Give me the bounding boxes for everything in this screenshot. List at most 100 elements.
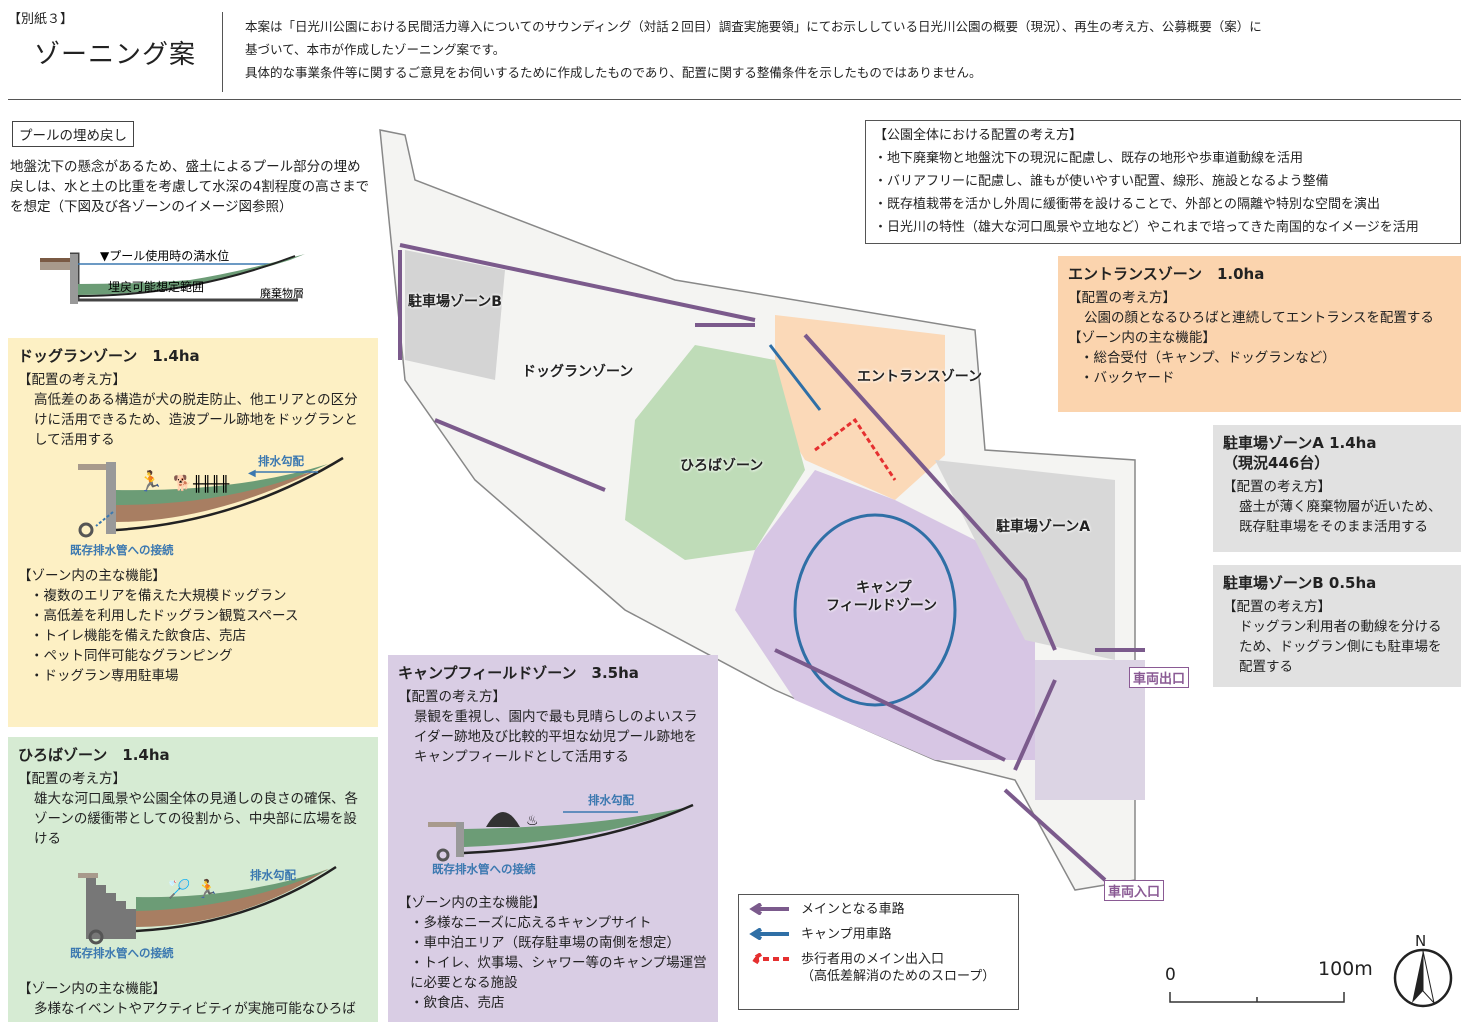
camp-diagram: ♨ 排水勾配 既存排水管への接続 — [428, 793, 694, 876]
divider — [8, 99, 1461, 100]
camp-policy: 景観を重視し、園内で最も見晴らしのよいスライダー跡地及び比較的平坦な幼児プール跡… — [414, 709, 698, 765]
function-item: ・トイレ機能を備えた飲食店、売店 — [30, 628, 246, 644]
map-label-hiroba: ひろばゾーン — [680, 458, 764, 474]
policy-box-heading: 【公園全体における配置の考え方】 — [874, 128, 1083, 143]
pool-diagram: ▼プール使用時の満水位 埋戻可能想定範囲 廃棄物層 — [40, 248, 305, 304]
function-item: ・トイレ、炊事場、シャワー等のキャンプ場運営に必要となる施設 — [410, 955, 707, 991]
main-road-arrows — [398, 243, 1145, 882]
policy-heading: 【配置の考え方】 — [1068, 290, 1176, 306]
policy-heading: 【配置の考え方】 — [398, 689, 506, 705]
camp-road-arrow — [768, 344, 822, 411]
hiroba-zone-panel: ひろばゾーン 1.4ha 【配置の考え方】 雄大な河口風景や公園全体の見通しの良… — [8, 737, 378, 1022]
intro-line: 基づいて、本市が作成したゾーニング案です。 — [245, 42, 506, 57]
function-item: ・高低差を利用したドッグラン観覧スペース — [30, 608, 299, 624]
function-heading: 【ゾーン内の主な機能】 — [398, 895, 546, 911]
map-label-dogrun: ドッグランゾーン — [522, 364, 634, 380]
tent-icon — [486, 812, 520, 827]
north-arrow-icon — [1393, 948, 1453, 1008]
policy-item: ・バリアフリーに配慮し、誰もが使いやすい配置、線形、施設となるよう整備 — [874, 174, 1329, 189]
drain-slope-label: 排水勾配 — [588, 793, 634, 807]
park-map — [379, 129, 1145, 891]
svg-text:◀: ◀ — [248, 468, 256, 479]
red-dashed-arrow-icon — [749, 953, 789, 965]
camp-title: キャンプフィールドゾーン 3.5ha — [398, 664, 639, 682]
pool-tag: プールの埋め戻し — [12, 121, 134, 147]
map-label-parking-a: 駐車場ゾーンA — [996, 519, 1091, 535]
parking-a-subtitle: （現況446台） — [1223, 454, 1330, 472]
person-icon: 🏃 — [138, 469, 163, 493]
overall-policy-box: 【公園全体における配置の考え方】 ・地下廃棄物と地盤沈下の現況に配慮し、既存の地… — [865, 120, 1461, 244]
function-item: ・複数のエリアを備えた大規模ドッグラン — [30, 588, 287, 604]
car-camp-area — [1035, 660, 1145, 800]
entrance-policy: 公園の顔となるひろばと連続してエントランスを配置する — [1084, 310, 1434, 326]
waste-layer-label: 廃棄物層 — [260, 286, 304, 300]
function-item: ・ドッグラン専用駐車場 — [30, 668, 179, 684]
vehicle-entry-label: 車両入口 — [1104, 880, 1165, 901]
scale-end: 100m — [1318, 958, 1373, 980]
camp-zone-panel: キャンプフィールドゾーン 3.5ha 【配置の考え方】 景観を重視し、園内で最も… — [388, 655, 718, 1022]
pool-text: 地盤沈下の懸念があるため、盛土によるプール部分の埋め戻しは、水と土の比重を考慮し… — [10, 159, 370, 215]
drain-connection-label: 既存排水管への接続 — [432, 862, 536, 876]
scale-start: 0 — [1165, 965, 1176, 985]
intro-line: 本案は「日光川公園における民間活力導入についてのサウンディング（対話２回目）調査… — [245, 19, 1262, 34]
legend: メインとなる車路 キャンプ用車路 歩行者用のメイン出入口（高低差解消のためのスロ… — [738, 894, 1019, 1010]
fence-icon: ╫╫╫╫ — [192, 474, 230, 493]
parking-b-title: 駐車場ゾーンB 0.5ha — [1223, 574, 1377, 592]
drain-connection-label: 既存排水管への接続 — [70, 946, 174, 959]
function-heading: 【ゾーン内の主な機能】 — [1068, 330, 1216, 346]
legend-pedestrian: 歩行者用のメイン出入口（高低差解消のためのスロープ） — [749, 951, 1008, 985]
hiroba-diagram: 🏸 🏃 排水勾配 既存排水管への接続 — [70, 865, 337, 960]
purple-arrow-icon — [749, 903, 789, 915]
annex-label: 【別紙３】 — [8, 12, 74, 27]
entrance-title: エントランスゾーン 1.0ha — [1068, 265, 1265, 283]
entrance-zone-panel: エントランスゾーン 1.0ha 【配置の考え方】 公園の顔となるひろばと連続して… — [1058, 256, 1461, 412]
parking-a-area — [935, 460, 1115, 660]
function-item: ・バックヤード — [1080, 370, 1175, 386]
policy-item: ・既存植栽帯を活かし外周に緩衝帯を設けることで、外部との隔離や特別な空間を演出 — [874, 197, 1380, 212]
function-item: 多様なイベントやアクティビティが実施可能なひろば — [34, 1001, 356, 1017]
drain-slope-label: 排水勾配 — [250, 868, 296, 882]
parking-a-policy: 盛土が薄く廃棄物層が近いため、既存駐車場をそのまま活用する — [1239, 499, 1442, 535]
function-heading: 【ゾーン内の主な機能】 — [18, 981, 166, 997]
dog-icon: 🐕 — [173, 474, 192, 492]
fill-range-label: 埋戻可能想定範囲 — [108, 279, 204, 294]
parking-a-title: 駐車場ゾーンA 1.4ha — [1223, 434, 1377, 452]
policy-heading: 【配置の考え方】 — [1223, 479, 1331, 495]
policy-heading: 【配置の考え方】 — [18, 372, 126, 388]
dogrun-policy: 高低差のある構造が犬の脱走防止、他エリアとの区分けに活用できるため、造波プール跡… — [34, 392, 358, 448]
function-item: ・車中泊エリア（既存駐車場の南側を想定） — [410, 935, 680, 951]
map-label-camp: フィールドゾーン — [826, 598, 938, 614]
map-label-entrance: エントランスゾーン — [857, 369, 983, 385]
function-item: ・多様なニーズに応えるキャンプサイト — [410, 915, 652, 931]
function-item: ・ペット同伴可能なグランピング — [30, 648, 233, 664]
water-level-label: ▼プール使用時の満水位 — [100, 248, 229, 263]
parking-b-panel: 駐車場ゾーンB 0.5ha 【配置の考え方】 ドッグラン利用者の動線を分けるため… — [1213, 565, 1461, 687]
function-item: ・飲食店、売店 — [410, 995, 505, 1011]
map-label-parking-b: 駐車場ゾーンB — [408, 294, 502, 310]
entrance-area — [775, 315, 945, 500]
pedestrian-entrance — [814, 417, 897, 481]
scale-bar — [1169, 992, 1345, 1003]
policy-item: ・日光川の特性（雄大な河口風景や立地など）やこれまで培ってきた南国的なイメージを… — [874, 220, 1419, 235]
map-label-camp: キャンプ — [856, 580, 912, 596]
intro-text: 本案は「日光川公園における民間活力導入についてのサウンディング（対話２回目）調査… — [245, 15, 1262, 84]
hiroba-area — [625, 345, 805, 560]
policy-heading: 【配置の考え方】 — [18, 771, 126, 787]
north-label: N — [1415, 932, 1427, 950]
dogrun-title: ドッグランゾーン 1.4ha — [18, 347, 200, 365]
people-playing-icon: 🏸 🏃 — [168, 877, 219, 900]
vehicle-exit-label: 車両出口 — [1129, 667, 1190, 688]
intro-line: 具体的な事業条件等に関するご意見をお伺いするために作成したものであり、配置に関す… — [245, 65, 982, 80]
policy-heading: 【配置の考え方】 — [1223, 599, 1331, 615]
camp-road-loop — [793, 513, 957, 707]
drain-connection-label: 既存排水管への接続 — [70, 543, 174, 557]
blue-arrow-icon — [749, 928, 789, 940]
drain-slope-label: 排水勾配 — [258, 454, 304, 468]
policy-item: ・地下廃棄物と地盤沈下の現況に配慮し、既存の地形や歩車道動線を活用 — [874, 151, 1304, 166]
function-item: ・総合受付（キャンプ、ドッグランなど） — [1080, 350, 1336, 366]
camp-area — [735, 470, 1035, 760]
parking-a-panel: 駐車場ゾーンA 1.4ha （現況446台） 【配置の考え方】 盛土が薄く廃棄物… — [1213, 425, 1461, 552]
dogrun-zone-panel: ドッグランゾーン 1.4ha 【配置の考え方】 高低差のある構造が犬の脱走防止、… — [8, 338, 378, 727]
legend-main-road: メインとなる車路 — [749, 901, 1008, 918]
divider — [222, 12, 223, 92]
